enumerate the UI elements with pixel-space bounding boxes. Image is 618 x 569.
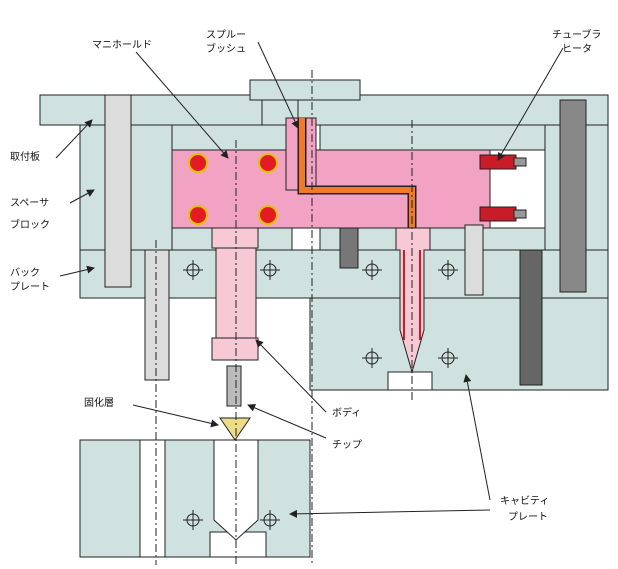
label-back-plate-2: プレート xyxy=(10,282,50,293)
guide-marks xyxy=(183,260,458,530)
leader-lines xyxy=(55,41,564,518)
label-clamp-plate: 取付板 xyxy=(10,152,40,163)
label-spacer-block-2: ブロック xyxy=(10,220,50,231)
tubular-heaters xyxy=(479,154,527,222)
label-tip: チップ xyxy=(332,440,362,451)
label-spacer-block-1: スペーサ xyxy=(10,198,50,209)
label-sprue-bush-2: ブッシュ xyxy=(206,44,246,55)
label-sprue-bush-1: スプルー xyxy=(206,30,246,41)
nozzle-tip xyxy=(219,365,251,441)
label-tube-heater-1: チューブラ xyxy=(552,30,602,41)
manifold-heaters xyxy=(188,153,278,225)
cavity-plate-upper xyxy=(309,297,609,391)
label-solidified-layer: 固化層 xyxy=(84,398,114,409)
left-nozzle-body xyxy=(211,227,259,361)
centerlines xyxy=(155,70,413,565)
label-cavity-plate-1: キャビティ xyxy=(500,496,550,507)
right-nozzle xyxy=(395,227,431,374)
label-manifold: マニホールド xyxy=(92,40,152,51)
label-cavity-plate-2: プレート xyxy=(508,512,548,523)
cavity-plate-lower xyxy=(79,439,311,558)
label-tube-heater-2: ヒータ xyxy=(562,44,592,55)
label-body: ボディ xyxy=(332,408,362,419)
bolts xyxy=(104,94,587,386)
label-back-plate-1: バック xyxy=(10,268,40,279)
